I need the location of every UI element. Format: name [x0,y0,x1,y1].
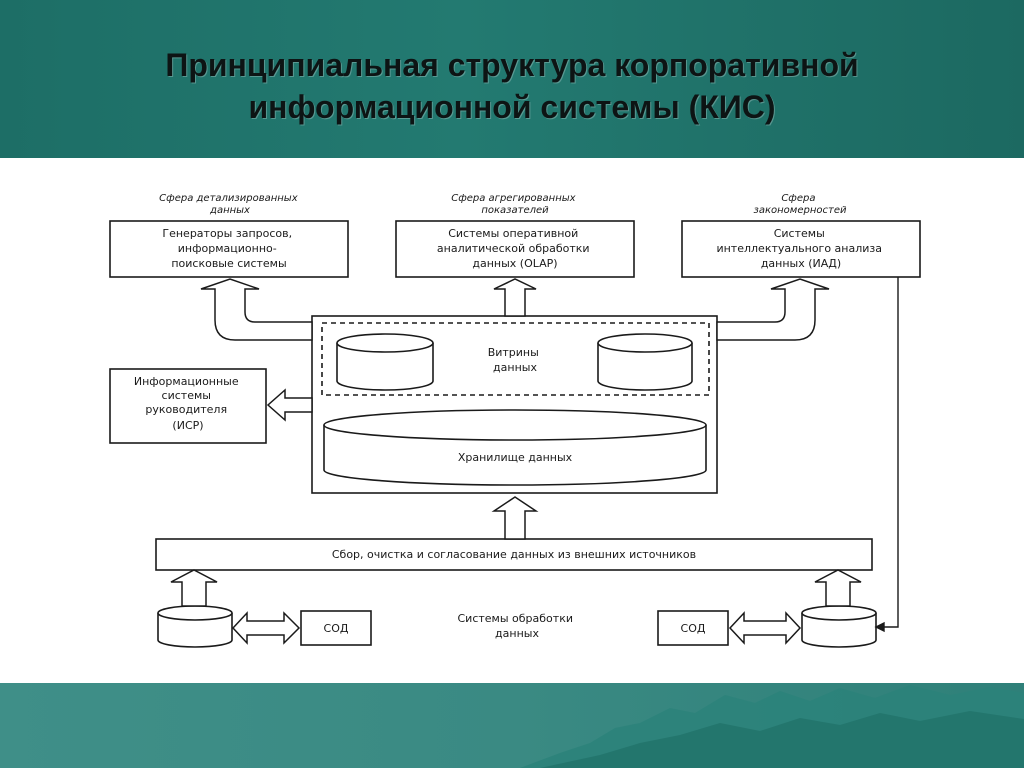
arrow-to-query-generators [200,278,313,341]
collect-label: Сбор, очистка и согласование данных из в… [332,548,696,561]
olap-label: Системы оперативной аналитической обрабо… [437,227,593,270]
source-right-cylinder [801,605,877,648]
title-line-1: Принципиальная структура корпоративной [165,47,859,83]
sphere-patterns-caption: Сфера закономерностей [754,193,847,216]
sphere-detail-caption: Сфера детализированных данных [159,193,301,216]
sod-left-label: СОД [324,622,349,635]
slide-header: Принципиальная структура корпоративной и… [0,0,1024,158]
olap-box [395,220,635,278]
processing-label: Системы обработки данных [458,612,577,640]
title-line-2: информационной системы (КИС) [248,89,776,125]
warehouse-cylinder [323,409,707,486]
query-generators-box [109,220,349,278]
datamart-right-cylinder [597,333,693,391]
feedback-arrowhead [874,621,885,633]
datamarts-dashed-frame [321,322,710,396]
sphere-aggregate-caption: Сфера агрегированных показателей [451,193,579,216]
arrow-to-isr [266,388,313,422]
arrow-right-source-to-collect [814,569,862,607]
iad-label: Системы интеллектуального анализа данных… [716,227,885,270]
double-arrow-left [231,611,301,645]
query-generators-label: Генераторы запросов, информационно- поис… [162,227,295,270]
arrow-collect-to-warehouse [491,496,539,540]
isr-label: Информационные системы руководителя (ИСР… [134,375,242,432]
warehouse-label: Хранилище данных [458,451,573,464]
arrow-left-source-to-collect [170,569,218,607]
isr-box [109,368,267,444]
sod-left-box [300,610,372,646]
sod-right-label: СОД [681,622,706,635]
arrow-to-iad [716,278,830,341]
mountain-decoration [520,685,1024,768]
source-left-cylinder [157,605,233,648]
double-arrow-right [728,611,802,645]
datamart-left-cylinder [336,333,434,391]
datamarts-label: Витрины данных [488,346,543,374]
iad-box [681,220,921,278]
sod-right-box [657,610,729,646]
feedback-line [882,277,899,628]
arrow-to-olap [493,278,537,317]
slide-title: Принципиальная структура корпоративной и… [0,44,1024,128]
slide-footer [0,683,1024,768]
